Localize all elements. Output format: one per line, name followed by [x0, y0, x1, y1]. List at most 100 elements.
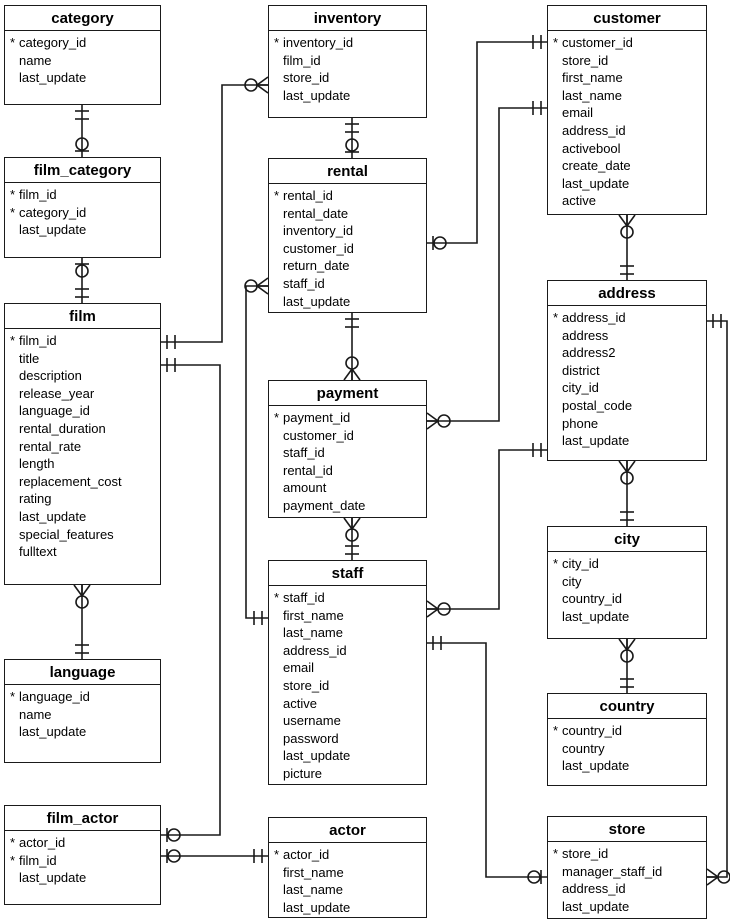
field-film-rental_rate: rental_rate — [5, 438, 160, 456]
field-label: last_update — [283, 87, 351, 103]
field-rental-customer_id: customer_id — [269, 240, 426, 258]
field-staff-picture: picture — [269, 765, 426, 783]
field-payment-payment_date: payment_date — [269, 497, 426, 515]
field-staff-store_id: store_id — [269, 677, 426, 695]
connector-address-store — [706, 314, 730, 886]
field-inventory-inventory_id: *inventory_id — [269, 34, 426, 52]
field-category-category_id: *category_id — [5, 34, 160, 52]
field-customer-customer_id: *customer_id — [548, 34, 706, 52]
field-customer-create_date: create_date — [548, 157, 706, 175]
field-film-rental_duration: rental_duration — [5, 420, 160, 438]
primary-key-marker: * — [274, 847, 280, 862]
primary-key-marker: * — [553, 35, 559, 50]
field-film-last_update: last_update — [5, 508, 160, 526]
table-title-film_category: film_category — [5, 158, 160, 183]
field-label: last_update — [19, 70, 87, 86]
field-staff-last_update: last_update — [269, 747, 426, 765]
table-title-rental: rental — [269, 159, 426, 184]
connector-film-film_actor — [161, 358, 221, 842]
connector-film_category-film — [75, 258, 89, 303]
connector-actor-film_actor — [161, 849, 268, 863]
primary-key-marker: * — [553, 556, 559, 571]
field-label: address_id — [562, 310, 626, 325]
primary-key-marker: * — [10, 35, 16, 50]
field-label: last_update — [19, 222, 87, 238]
field-label: last_update — [283, 293, 351, 309]
field-store-manager_staff_id: manager_staff_id — [548, 863, 706, 881]
field-label: name — [19, 52, 52, 68]
field-customer-last_update: last_update — [548, 175, 706, 193]
field-city-city_id: *city_id — [548, 555, 706, 573]
field-label: last_name — [562, 87, 622, 103]
field-label: manager_staff_id — [562, 863, 663, 879]
field-city-city: city — [548, 573, 706, 591]
field-label: active — [283, 695, 317, 711]
field-label: last_update — [562, 758, 630, 774]
field-address-postal_code: postal_code — [548, 397, 706, 415]
field-actor-last_update: last_update — [269, 899, 426, 917]
connector-inventory-rental — [345, 118, 359, 158]
field-label: customer_id — [283, 240, 354, 256]
table-title-address: address — [548, 281, 706, 306]
field-label: film_id — [19, 852, 57, 868]
connector-rental-staff — [244, 277, 269, 625]
field-film-length: length — [5, 455, 160, 473]
field-label: rental_id — [283, 462, 333, 478]
field-film_actor-actor_id: *actor_id — [5, 834, 160, 852]
field-customer-last_name: last_name — [548, 87, 706, 105]
connector-staff-store — [427, 636, 547, 884]
field-address-address_id: *address_id — [548, 309, 706, 327]
field-label: address_id — [283, 642, 347, 658]
field-label: replacement_cost — [19, 473, 122, 489]
field-film-film_id: *film_id — [5, 332, 160, 350]
field-label: fulltext — [19, 544, 57, 560]
field-label: city_id — [562, 556, 599, 571]
field-label: address_id — [562, 122, 626, 138]
field-payment-amount: amount — [269, 479, 426, 497]
field-label: phone — [562, 415, 599, 431]
field-country-last_update: last_update — [548, 757, 706, 775]
field-store-last_update: last_update — [548, 898, 706, 916]
primary-key-marker: * — [553, 723, 559, 738]
connector-film-language — [73, 584, 91, 659]
field-label: staff_id — [283, 275, 325, 291]
field-label: payment_id — [283, 410, 351, 425]
primary-key-marker: * — [274, 590, 280, 605]
field-label: country — [562, 740, 605, 756]
field-label: rental_date — [283, 205, 349, 221]
field-label: customer_id — [562, 35, 633, 50]
field-label: picture — [283, 765, 323, 781]
field-film-language_id: language_id — [5, 402, 160, 420]
field-inventory-last_update: last_update — [269, 87, 426, 105]
field-label: customer_id — [283, 427, 354, 443]
field-address-last_update: last_update — [548, 432, 706, 450]
field-address-phone: phone — [548, 415, 706, 433]
field-label: last_update — [562, 175, 630, 191]
field-label: language_id — [19, 689, 90, 704]
field-label: district — [562, 362, 600, 378]
field-film-special_features: special_features — [5, 526, 160, 544]
field-label: last_update — [283, 748, 351, 764]
primary-key-marker: * — [274, 410, 280, 425]
field-label: last_update — [19, 724, 87, 740]
field-customer-address_id: address_id — [548, 122, 706, 140]
field-city-country_id: country_id — [548, 590, 706, 608]
field-label: category_id — [19, 35, 87, 50]
field-rental-last_update: last_update — [269, 293, 426, 311]
field-label: return_date — [283, 258, 350, 274]
field-label: last_name — [283, 625, 343, 641]
field-store-store_id: *store_id — [548, 845, 706, 863]
primary-key-marker: * — [10, 187, 16, 202]
